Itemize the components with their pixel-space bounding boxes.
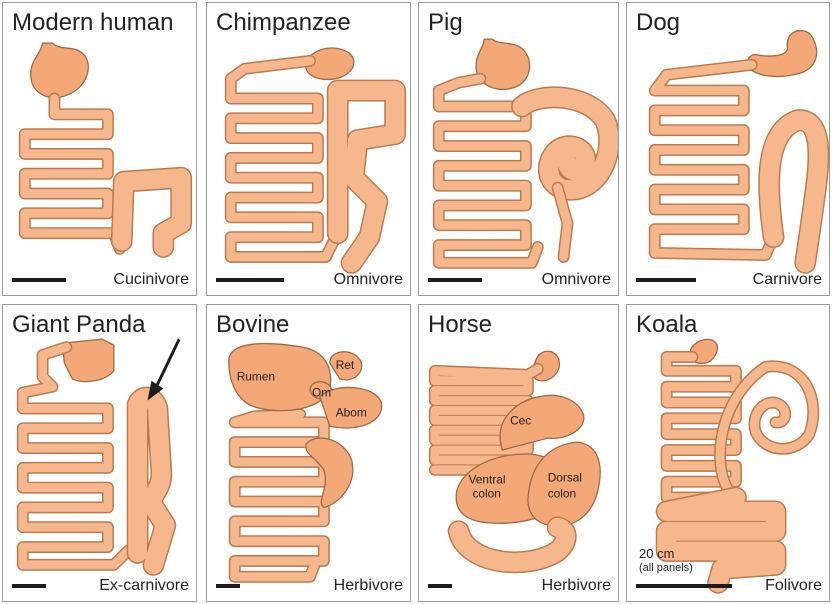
panel-koala: Koala 20 cm (all panels) Folivore — [626, 304, 830, 602]
panel-dog: Dog Carnivore — [626, 2, 830, 296]
organ-label-om: Om — [312, 386, 331, 400]
panel-diet-label: Omnivore — [541, 271, 611, 288]
panel-horse: Cec Ventral colon Dorsal colon Horse Her… — [418, 304, 619, 602]
panel-title: Bovine — [216, 311, 290, 338]
gut-diagram-giant-panda — [16, 338, 181, 576]
panel-diet-label: Carnivore — [752, 271, 822, 288]
scale-length: 20 cm — [639, 546, 675, 561]
panel-giant-panda: Giant Panda Ex-carnivore — [2, 304, 197, 602]
gut-diagram-chimpanzee — [224, 47, 407, 274]
scale-bar — [428, 278, 482, 282]
panel-title: Horse — [428, 311, 493, 338]
gut-diagram-koala — [655, 338, 820, 594]
panel-modern-human: Modern human Cucinivore — [2, 2, 197, 296]
panel-title: Koala — [636, 311, 698, 338]
panel-bovine: Rumen Ret Om Abom Bovine Herbivore — [206, 304, 411, 602]
organ-label-ventral: Ventral — [469, 473, 506, 487]
panel-title: Giant Panda — [12, 311, 146, 338]
scale-note: 20 cm (all panels) — [639, 547, 693, 575]
organ-label-dorsal: Dorsal — [548, 471, 582, 485]
panel-title: Modern human — [12, 9, 174, 36]
organ-label-dorsal-colon: colon — [548, 487, 576, 501]
panel-chimpanzee: Chimpanzee Omnivore — [206, 2, 411, 296]
gut-diagram-modern-human — [18, 42, 193, 258]
panel-pig: Pig Omnivore — [418, 2, 619, 296]
panel-title: Chimpanzee — [216, 9, 351, 36]
scale-bar — [216, 278, 284, 282]
gut-diagram-bovine: Rumen Ret Om Abom — [228, 343, 383, 583]
organ-label-abom: Abom — [336, 405, 367, 419]
organ-label-rumen: Rumen — [237, 370, 275, 384]
panel-title: Dog — [636, 9, 681, 36]
organ-label-ret: Ret — [336, 358, 355, 372]
scale-note-all-panels: (all panels) — [639, 562, 693, 574]
panel-diet-label: Herbivore — [333, 577, 403, 594]
panel-diet-label: Cucinivore — [113, 271, 189, 288]
scale-bar — [636, 584, 732, 588]
panel-diet-label: Omnivore — [333, 271, 403, 288]
gut-diagram-dog — [648, 29, 829, 274]
scale-bar — [12, 584, 46, 588]
panel-diet-label: Ex-carnivore — [99, 577, 189, 594]
panel-title: Pig — [428, 9, 463, 36]
organ-label-cec: Cec — [510, 413, 531, 427]
gut-diagram-horse: Cec Ventral colon Dorsal colon — [428, 350, 601, 574]
panel-diet-label: Folivore — [765, 577, 822, 594]
organ-label-ventral-colon: colon — [472, 487, 500, 501]
panel-diet-label: Herbivore — [541, 577, 611, 594]
scale-bar — [216, 584, 240, 588]
scale-bar — [12, 278, 66, 282]
scale-bar — [636, 278, 696, 282]
gut-diagram-pig — [432, 38, 618, 269]
scale-bar — [428, 584, 452, 588]
